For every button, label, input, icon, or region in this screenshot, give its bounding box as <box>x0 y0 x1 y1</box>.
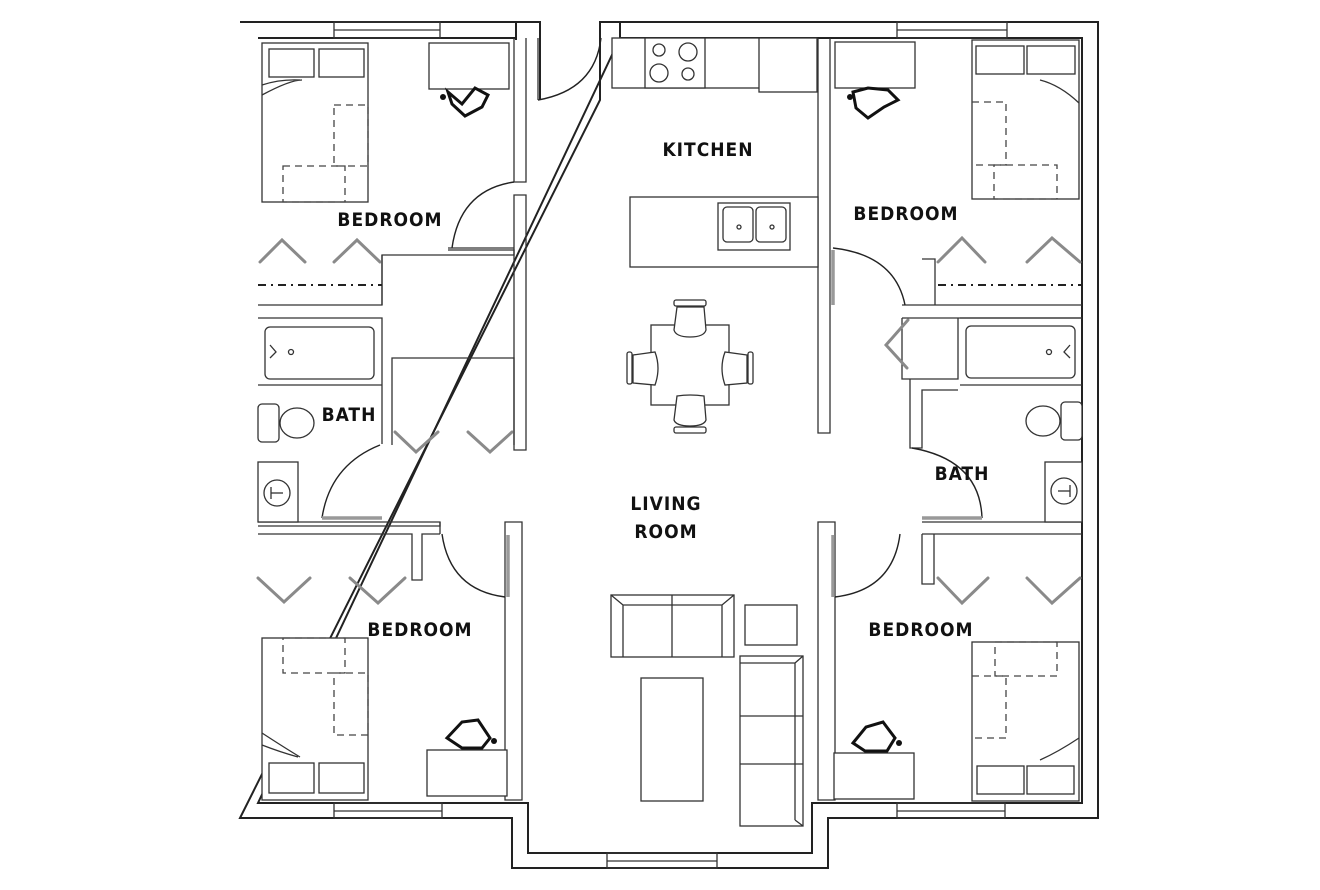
coffee-table <box>640 677 704 802</box>
label-bath-left: BATH <box>322 404 377 426</box>
label-bedroom-top-left: BEDROOM <box>337 209 442 231</box>
kitchen-fixtures <box>611 37 819 268</box>
desk-top-left <box>428 42 510 118</box>
living-furniture <box>610 594 804 827</box>
desk-bottom-left <box>426 718 508 797</box>
bed-bottom-right <box>971 641 1080 802</box>
closet-doors[interactable] <box>256 235 1082 606</box>
dining-table <box>626 299 754 434</box>
label-bath-right: BATH <box>935 463 990 485</box>
label-kitchen: KITCHEN <box>662 139 753 161</box>
entry-door[interactable] <box>537 37 602 101</box>
windows <box>333 21 1008 869</box>
bed-bottom-left <box>261 637 369 801</box>
doors[interactable] <box>321 181 983 598</box>
sink <box>717 202 791 251</box>
desk-top-right <box>834 41 916 120</box>
toilet-bowl <box>1025 405 1061 437</box>
label-living-line1: LIVING <box>630 493 701 515</box>
desk-bottom-right <box>833 720 915 800</box>
interior-walls <box>258 38 1082 801</box>
label-living-line2: ROOM <box>634 521 697 543</box>
toilet-bowl <box>279 407 315 439</box>
bathtub <box>264 326 375 380</box>
toilet-tank <box>257 403 280 443</box>
room-labels: KITCHEN BEDROOM BEDROOM BEDROOM BEDROOM … <box>322 139 990 641</box>
label-bedroom-top-right: BEDROOM <box>853 203 958 225</box>
bathtub <box>965 325 1076 379</box>
bath-left-fixtures <box>257 326 375 523</box>
label-bedroom-bottom-right: BEDROOM <box>868 619 973 641</box>
fridge <box>758 37 818 93</box>
bath-right-fixtures <box>965 325 1083 523</box>
bed-top-right <box>971 39 1080 200</box>
end-table <box>744 604 798 646</box>
label-bedroom-bottom-left: BEDROOM <box>367 619 472 641</box>
toilet-tank <box>1060 401 1083 441</box>
sofa <box>739 655 804 827</box>
bed-top-left <box>261 42 369 203</box>
